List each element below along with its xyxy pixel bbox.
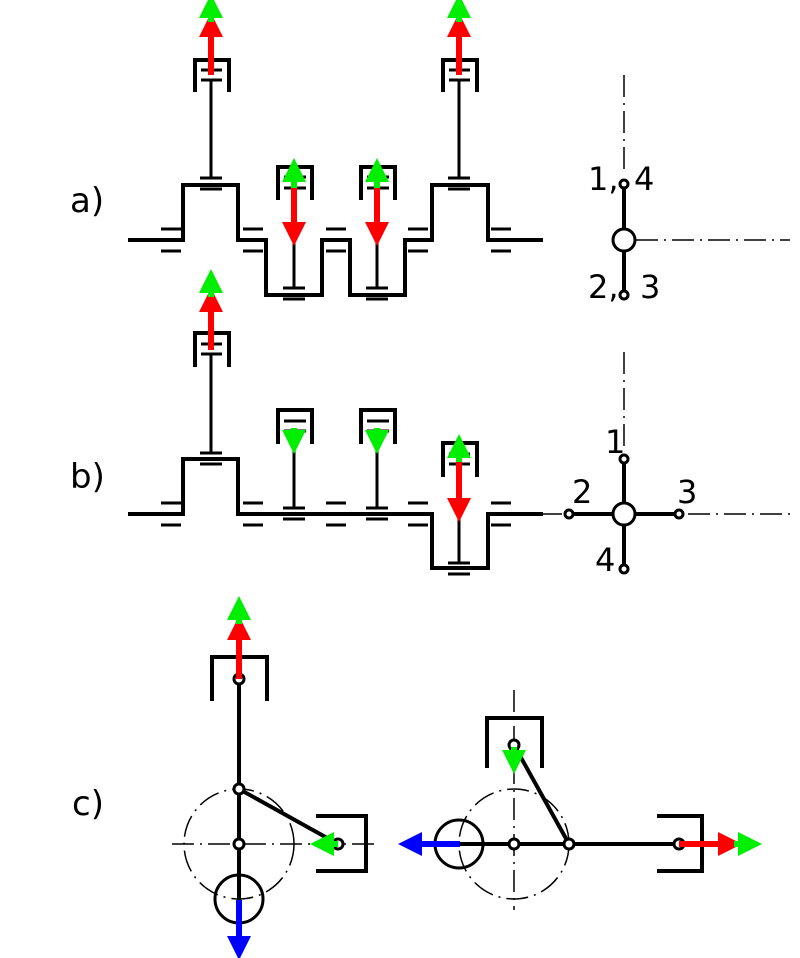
- cylinder-1-a: [193, 0, 231, 191]
- panel-c-label: c): [72, 784, 104, 824]
- main-bearings-b: [161, 501, 511, 527]
- crank-star-a: 1, 4 2, 3: [588, 75, 790, 306]
- crank-label-2-3-left: 2,: [588, 268, 619, 306]
- crank-label-1-4-right: 4: [634, 160, 654, 198]
- crank-label-3: 3: [677, 473, 697, 511]
- crankshaft-b: [128, 457, 543, 570]
- cylinder-2-a: [276, 158, 314, 301]
- cylinder-3-b: [359, 408, 397, 521]
- mechanism-right: [398, 690, 762, 910]
- panel-b: b): [70, 269, 790, 579]
- crank-star-b: 1 2 3 4: [540, 352, 790, 579]
- crank-label-2: 2: [572, 473, 592, 511]
- crank-label-1-4-left: 1,: [588, 160, 619, 198]
- crank-label-2-3-right: 3: [640, 268, 660, 306]
- panel-a: a): [70, 0, 790, 306]
- panel-b-label: b): [70, 457, 105, 497]
- cylinder-2-b: [276, 408, 314, 521]
- mechanism-left: [172, 596, 380, 958]
- panel-a-label: a): [70, 181, 104, 221]
- panel-c: c): [72, 596, 762, 958]
- cylinder-4-b: [441, 434, 479, 576]
- cylinder-4-a: [441, 0, 479, 191]
- crank-label-4: 4: [595, 541, 615, 579]
- crank-center: [611, 227, 637, 253]
- main-bearings-a: [161, 227, 511, 253]
- crankshaft-a: [128, 183, 543, 297]
- cylinder-3-a: [359, 158, 397, 301]
- crank-center: [611, 501, 637, 527]
- cylinder-1-b: [193, 269, 231, 466]
- crank-label-1: 1: [605, 423, 625, 461]
